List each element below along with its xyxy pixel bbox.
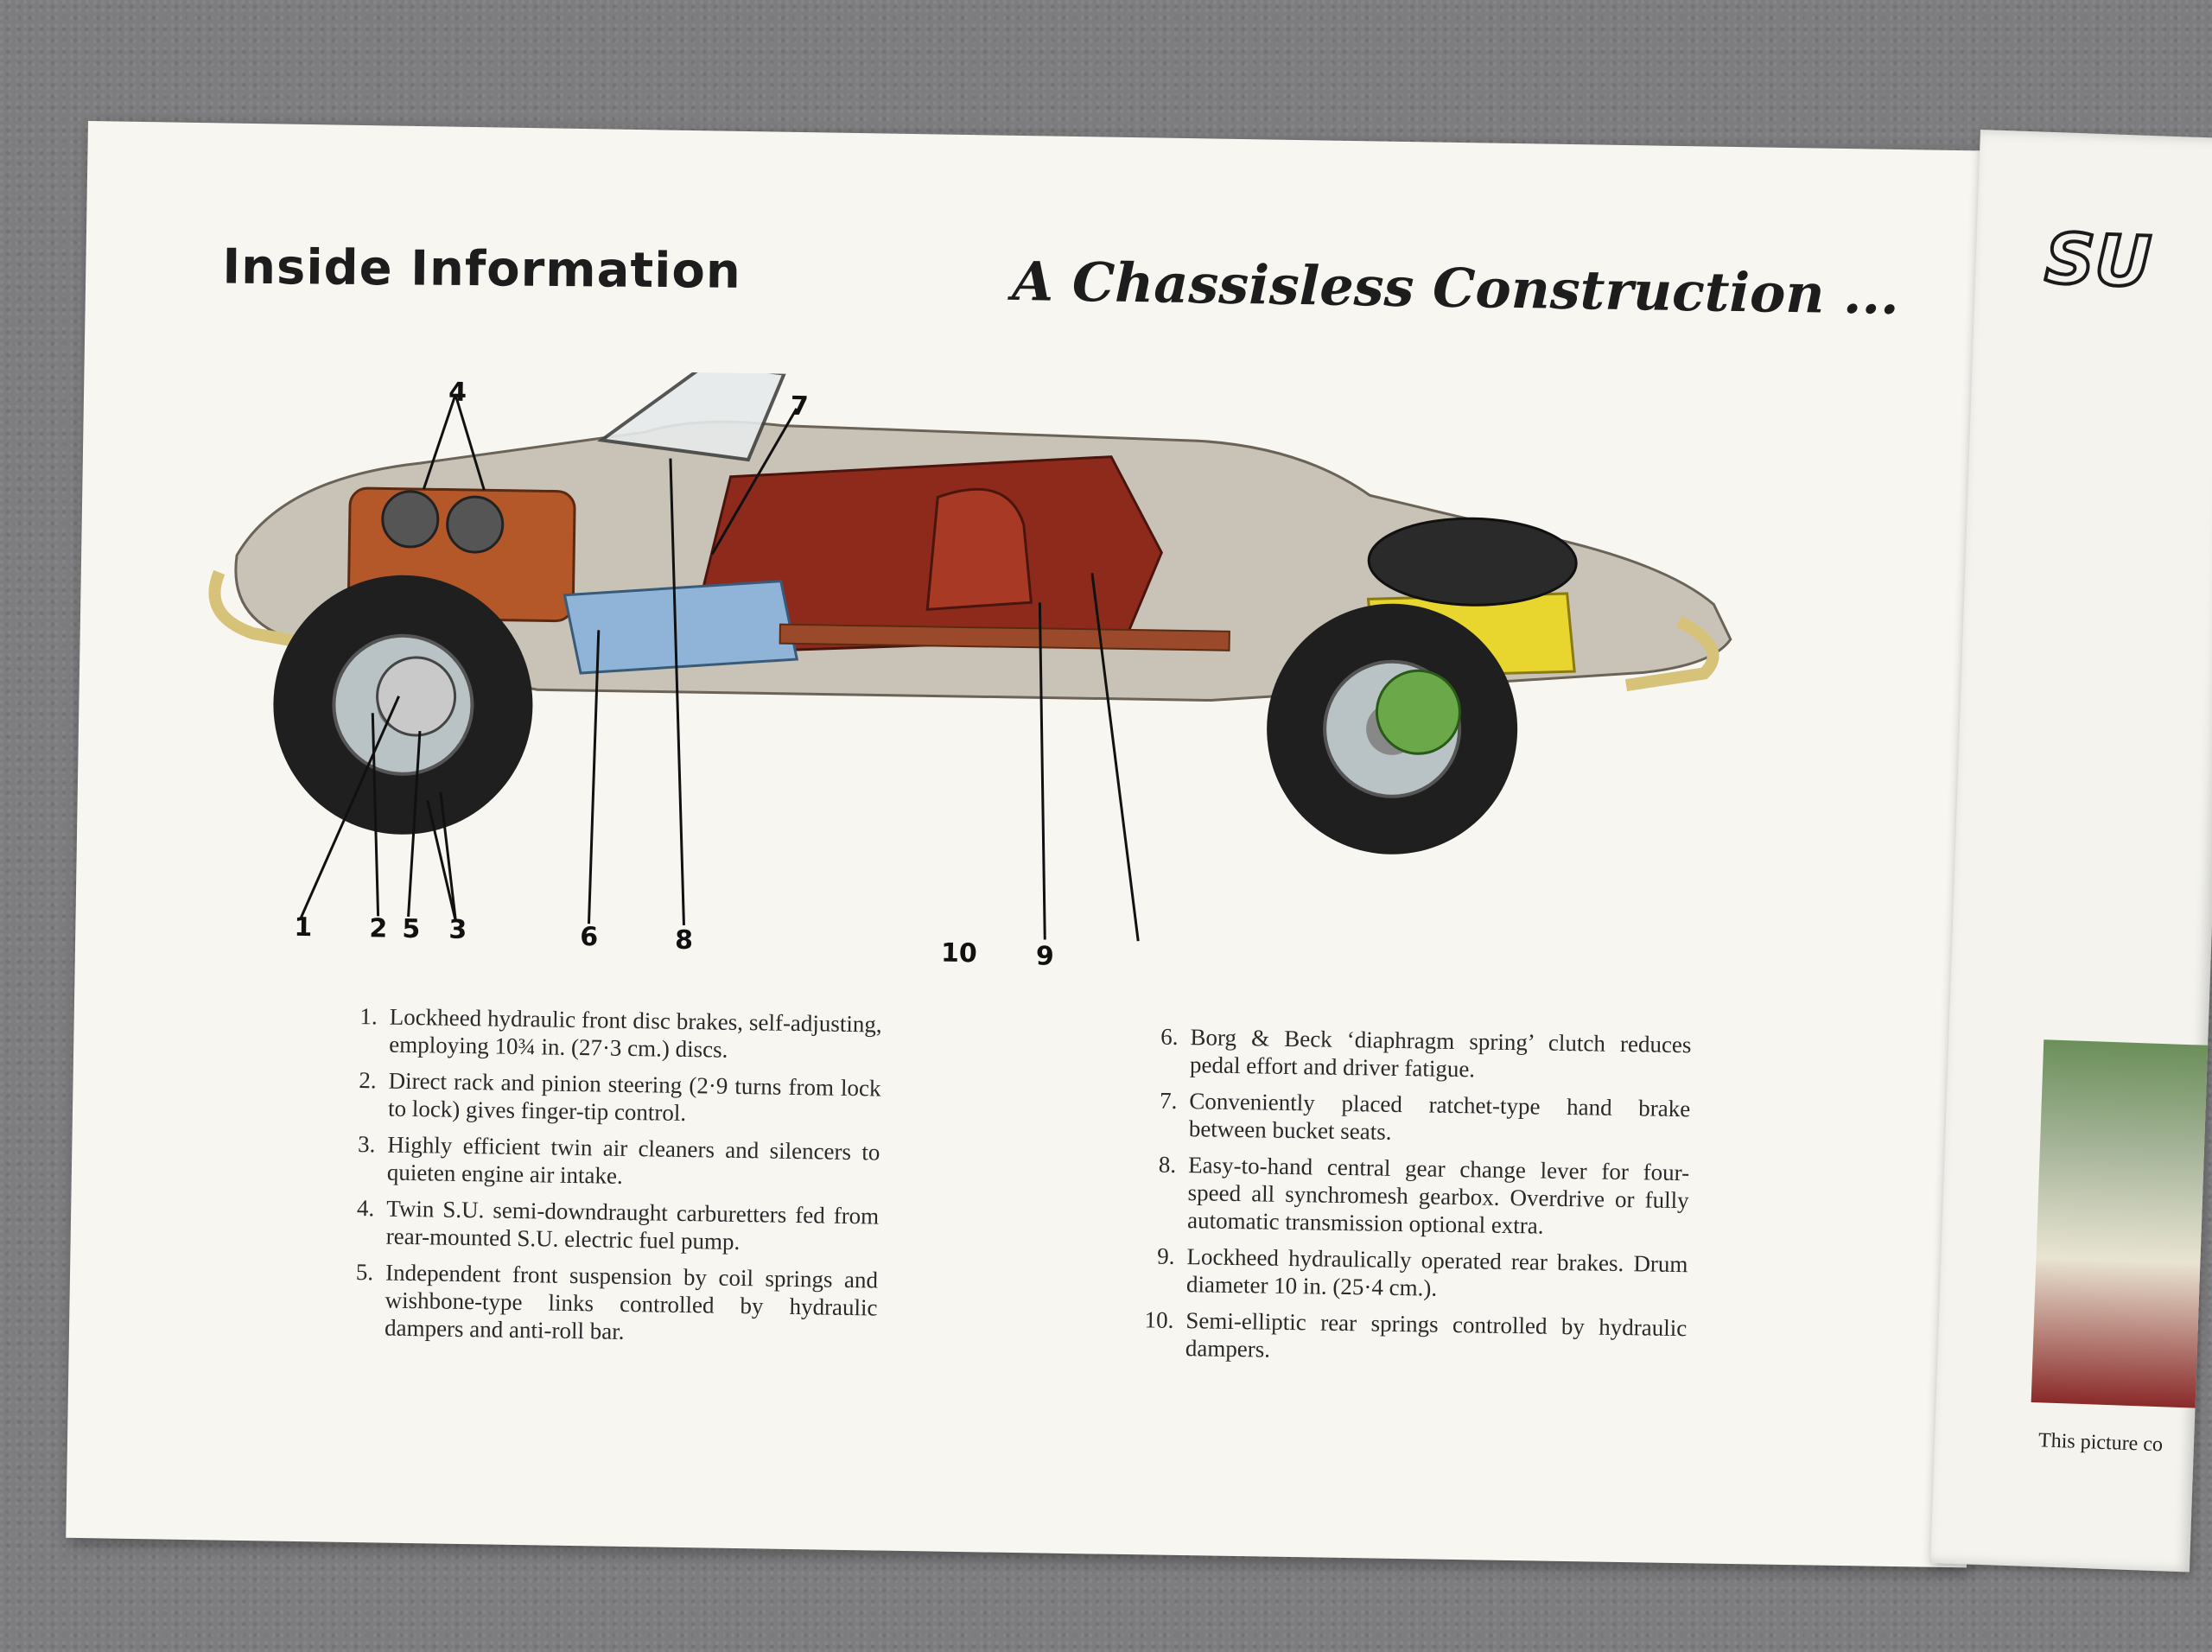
page-subheading: A Chassisless Construction ... [1011,249,1900,327]
gearbox [563,580,799,675]
callout-8: 8 [674,924,694,956]
car-cutaway-diagram [208,364,1732,942]
feature-item: 8. Easy-to-hand central gear change lever… [1135,1150,1690,1242]
callout-9: 9 [1035,941,1055,972]
feature-item: 5. Independent front suspension by coil s… [333,1258,879,1350]
feature-text: Lockheed hydraulically operated rear bra… [1185,1243,1688,1301]
feature-text: Semi-elliptic rear springs controlled by… [1185,1307,1688,1363]
brand-title-fragment: SU [2042,217,2154,304]
callout-3: 3 [448,914,467,945]
feature-text: Lockheed hydraulic front disc brakes, se… [389,1003,882,1063]
feature-number: 7. [1159,1087,1178,1114]
rear-drum-brake [1375,669,1461,755]
feature-number: 10. [1144,1306,1174,1333]
front-disc-brake [376,656,457,737]
feature-item: 10. Semi-elliptic rear springs controlled… [1134,1306,1688,1369]
windscreen [597,364,787,462]
feature-item: 9. Lockheed hydraulically operated rear b… [1135,1242,1688,1306]
feature-item: 6. Borg & Beck ‘diaphragm spring’ clutch … [1138,1022,1692,1086]
air-cleaner-1 [381,490,440,549]
rear-bumper [1624,615,1719,691]
feature-text: Easy-to-hand central gear change lever f… [1186,1152,1690,1239]
feature-text: Borg & Beck ‘diaphragm spring’ clutch re… [1189,1024,1692,1083]
feature-item: 1. Lockheed hydraulic front disc brakes, … [337,1002,882,1066]
feature-number: 9. [1157,1242,1175,1269]
feature-text: Twin S.U. semi-downdraught carburetters … [385,1195,880,1255]
feature-number: 6. [1160,1023,1179,1050]
feature-number: 5. [355,1259,374,1286]
front-bumper [208,569,306,649]
feature-item: 7. Conveniently placed ratchet-type hand … [1137,1086,1691,1150]
page-heading: Inside Information [222,238,742,300]
feature-item: 4. Twin S.U. semi-downdraught carburetter… [334,1194,880,1258]
car-photo [2031,1039,2212,1409]
feature-number: 4. [356,1195,375,1222]
feature-number: 1. [359,1003,378,1030]
bucket-seat [925,487,1033,611]
callout-6: 6 [579,922,599,953]
feature-number: 8. [1158,1151,1177,1178]
propshaft [779,623,1230,651]
feature-text: Direct rack and pinion steering (2·9 tur… [387,1067,881,1127]
feature-text: Independent front suspension by coil spr… [384,1259,879,1344]
feature-item: 2. Direct rack and pinion steering (2·9 t… [336,1066,881,1130]
feature-text: Conveniently placed ratchet-type hand br… [1188,1088,1691,1145]
feature-number: 2. [359,1067,377,1094]
spare-wheel [1367,517,1578,607]
feature-text: Highly efficient twin air cleaners and s… [386,1131,880,1189]
feature-list-left: 1. Lockheed hydraulic front disc brakes, … [333,1002,882,1358]
callout-1: 1 [294,912,313,944]
feature-number: 3. [357,1131,376,1158]
feature-list-right: 6. Borg & Beck ‘diaphragm spring’ clutch … [1133,1022,1691,1378]
callout-4: 4 [448,377,467,408]
feature-item: 3. Highly efficient twin air cleaners and… [335,1130,880,1194]
photo-caption: This picture co [2037,1429,2164,1457]
leader-lines [299,394,1140,942]
brochure-left-page: Inside Information A Chassisless Constru… [66,121,1989,1568]
callout-10: 10 [940,937,978,969]
callout-5: 5 [402,913,421,945]
callout-7: 7 [790,391,810,423]
callout-2: 2 [369,913,388,944]
air-cleaner-2 [446,495,505,554]
brochure-right-page: SU This picture co [1930,130,2212,1573]
